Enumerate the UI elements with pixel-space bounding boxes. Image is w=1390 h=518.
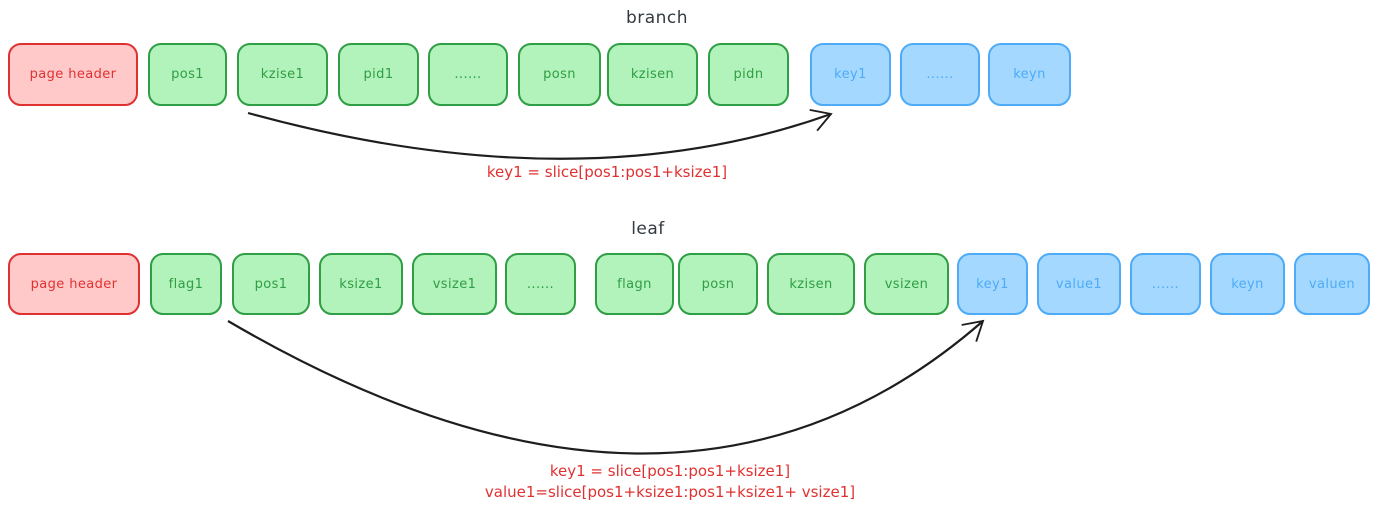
box-leaf-posn: posn — [678, 253, 758, 315]
leaf-value-slice-line: value1=slice[pos1+ksize1:pos1+ksize1+ vs… — [484, 483, 856, 501]
box-branch-page-header: page header — [8, 43, 138, 106]
box-branch-kzisen: kzisen — [607, 43, 698, 106]
box-branch-pos1: pos1 — [148, 43, 227, 106]
branch-section-title: branch — [625, 8, 689, 28]
box-branch-pidn: pidn — [708, 43, 789, 106]
box-branch-ellipsis: ...... — [900, 43, 980, 106]
leaf-section-title: leaf — [631, 219, 665, 239]
box-leaf-page-header: page header — [8, 253, 140, 315]
leaf-slice-annotation: key1 = slice[pos1:pos1+ksize1] value1=sl… — [485, 461, 855, 503]
box-leaf-value1: value1 — [1037, 253, 1121, 315]
leaf-key-slice-line: key1 = slice[pos1:pos1+ksize1] — [549, 462, 791, 480]
box-leaf-ellipsis: ...... — [1130, 253, 1201, 315]
box-leaf-vsizen: vsizen — [864, 253, 949, 315]
box-leaf-flagn: flagn — [595, 253, 674, 315]
box-leaf-kzisen: kzisen — [767, 253, 855, 315]
leaf-flag1-to-key1-arrow — [227, 319, 985, 455]
box-branch-kzise1: kzise1 — [237, 43, 328, 106]
box-leaf-ellipsis: ...... — [505, 253, 576, 315]
box-leaf-flag1: flag1 — [150, 253, 222, 315]
box-branch-key1: key1 — [810, 43, 891, 106]
branch-key-slice-annotation: key1 = slice[pos1:pos1+ksize1] — [486, 163, 728, 181]
box-branch-pid1: pid1 — [338, 43, 419, 106]
box-leaf-valuen: valuen — [1294, 253, 1370, 315]
box-branch-posn: posn — [518, 43, 601, 106]
box-branch-keyn: keyn — [988, 43, 1071, 106]
box-leaf-vsize1: vsize1 — [412, 253, 497, 315]
box-leaf-ksize1: ksize1 — [319, 253, 403, 315]
box-leaf-key1: key1 — [957, 253, 1028, 315]
box-branch-ellipsis: ...... — [428, 43, 508, 106]
box-leaf-keyn: keyn — [1210, 253, 1285, 315]
box-leaf-pos1: pos1 — [232, 253, 310, 315]
branch-kzise1-to-key1-arrow — [247, 108, 833, 160]
